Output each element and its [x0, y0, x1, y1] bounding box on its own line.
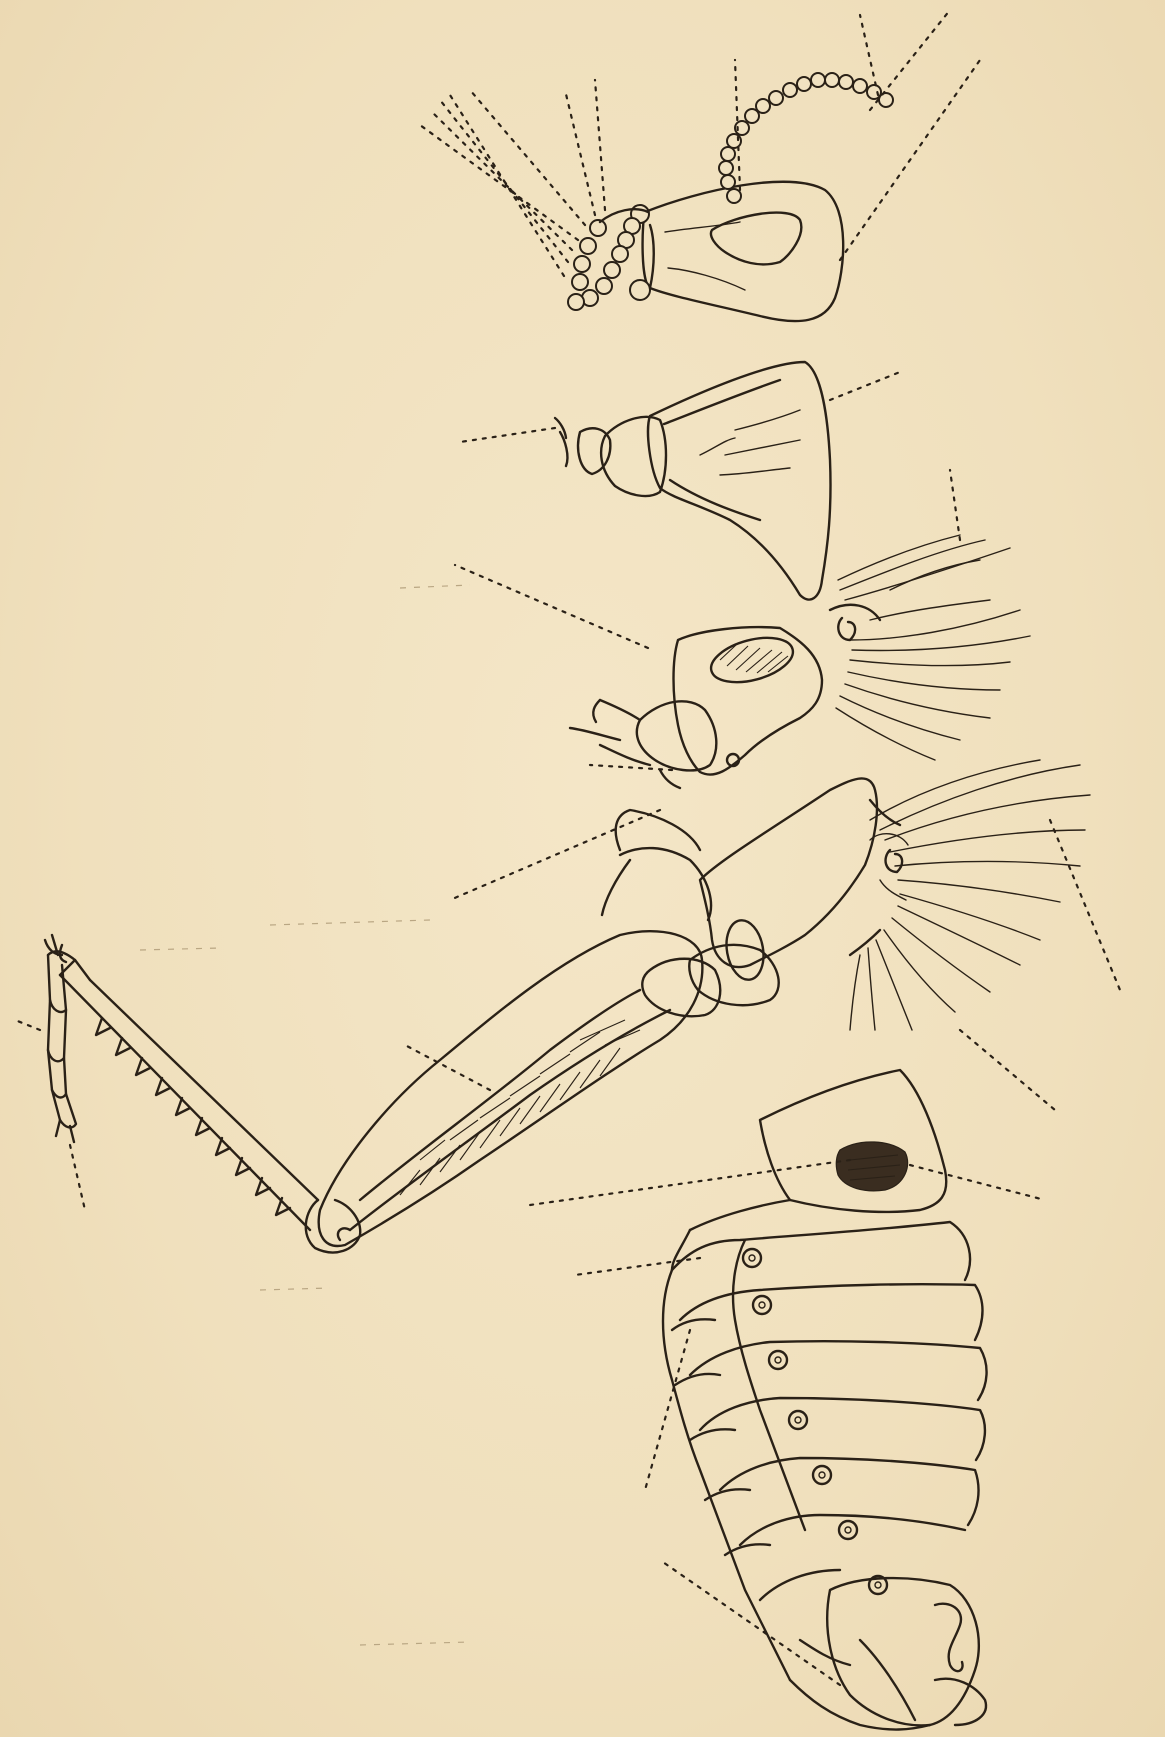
mouthparts [568, 205, 654, 310]
mesothorax-part [570, 535, 1030, 788]
hind-leg-part [45, 931, 702, 1252]
hind-tibia [60, 975, 318, 1230]
hind-femur [319, 931, 703, 1246]
abdomen-part [663, 1070, 987, 1730]
tibia-spines [96, 1018, 290, 1215]
setae-mesothorax [836, 535, 1030, 760]
head-part [568, 73, 893, 321]
pronotum-shield [648, 362, 830, 600]
hind-tarsus [45, 935, 90, 1142]
head-suture [665, 222, 740, 232]
mesonotum [674, 627, 823, 774]
pronotum-part [555, 362, 831, 600]
procoxa [601, 417, 666, 496]
tympanum [836, 1142, 907, 1191]
abdomen-ventral-outline [663, 1270, 790, 1680]
leader-lines [15, 10, 1120, 1685]
wing-pad [706, 630, 797, 690]
abdominal-segment-1 [760, 1070, 946, 1212]
paper-traces [140, 585, 470, 1645]
metathorax-part [602, 760, 1090, 1030]
compound-eye [711, 213, 801, 265]
setae-metathorax [850, 760, 1090, 1030]
head-capsule [643, 182, 844, 321]
abdomen-tip [827, 1578, 979, 1725]
